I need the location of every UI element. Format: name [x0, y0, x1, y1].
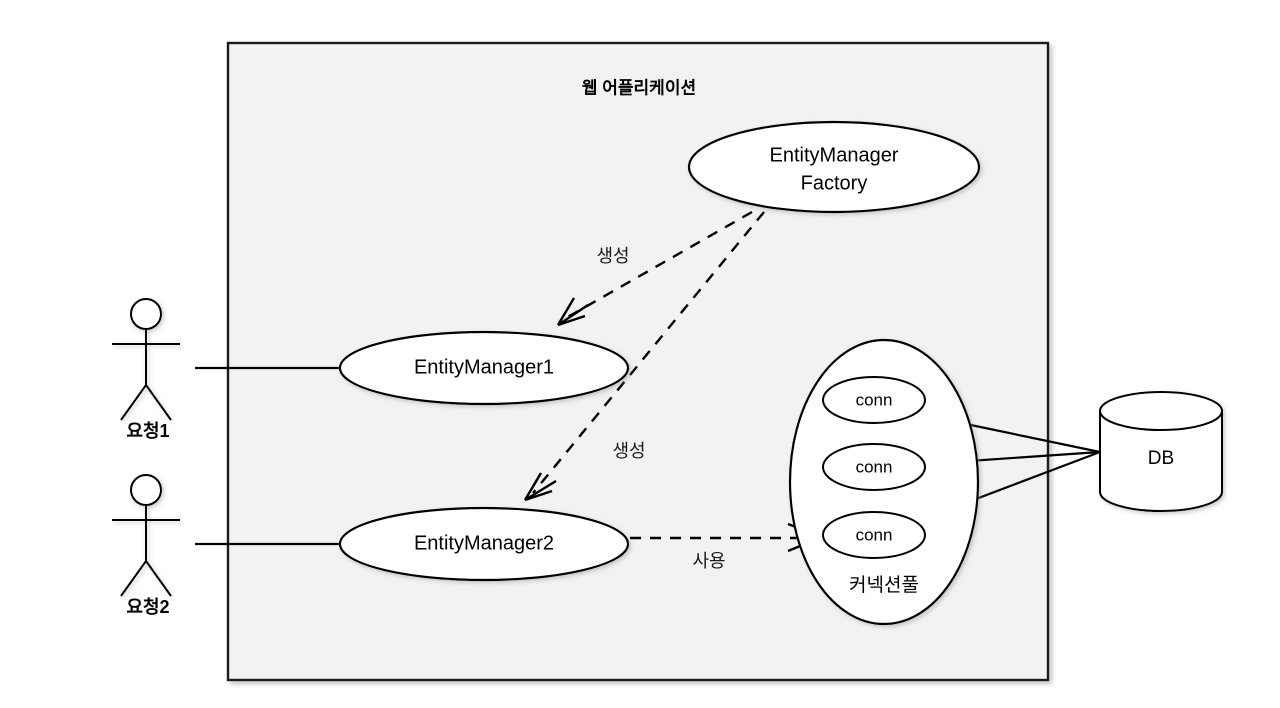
entitymanager2-label: EntityManager2	[414, 532, 554, 554]
edge-label-create-1: 생성	[596, 246, 629, 266]
actor-request-2	[112, 474, 180, 597]
edge-factory-creates-entitymanager1	[556, 210, 753, 327]
node-conn-1	[822, 376, 926, 424]
edge-factory-creates-entitymanager2	[523, 211, 765, 502]
node-conn-2	[822, 443, 926, 491]
actor-2-label: 요청2	[126, 597, 169, 617]
connection-pool-label: 커넥션풀	[849, 574, 919, 596]
database-label: DB	[1148, 448, 1174, 469]
conn-3-label: conn	[856, 525, 893, 544]
node-entitymanager1	[338, 330, 630, 406]
entitymanager1-label: EntityManager1	[414, 356, 554, 378]
node-database	[1099, 391, 1223, 512]
conn-2-label: conn	[856, 457, 893, 476]
edge-label-use: 사용	[692, 551, 725, 571]
actor-request-1	[112, 298, 180, 421]
entitymanagerfactory-label-line2: Factory	[801, 172, 868, 194]
actor-1-label: 요청1	[126, 421, 169, 441]
entitymanagerfactory-label-line1: EntityManager	[770, 144, 899, 166]
edge-label-create-2: 생성	[612, 441, 645, 461]
node-entitymanagerfactory	[687, 120, 981, 214]
node-entitymanager2	[338, 506, 630, 582]
node-conn-3	[822, 511, 926, 559]
conn-1-label: conn	[856, 390, 893, 409]
container-title: 웹 어플리케이션	[582, 78, 696, 97]
